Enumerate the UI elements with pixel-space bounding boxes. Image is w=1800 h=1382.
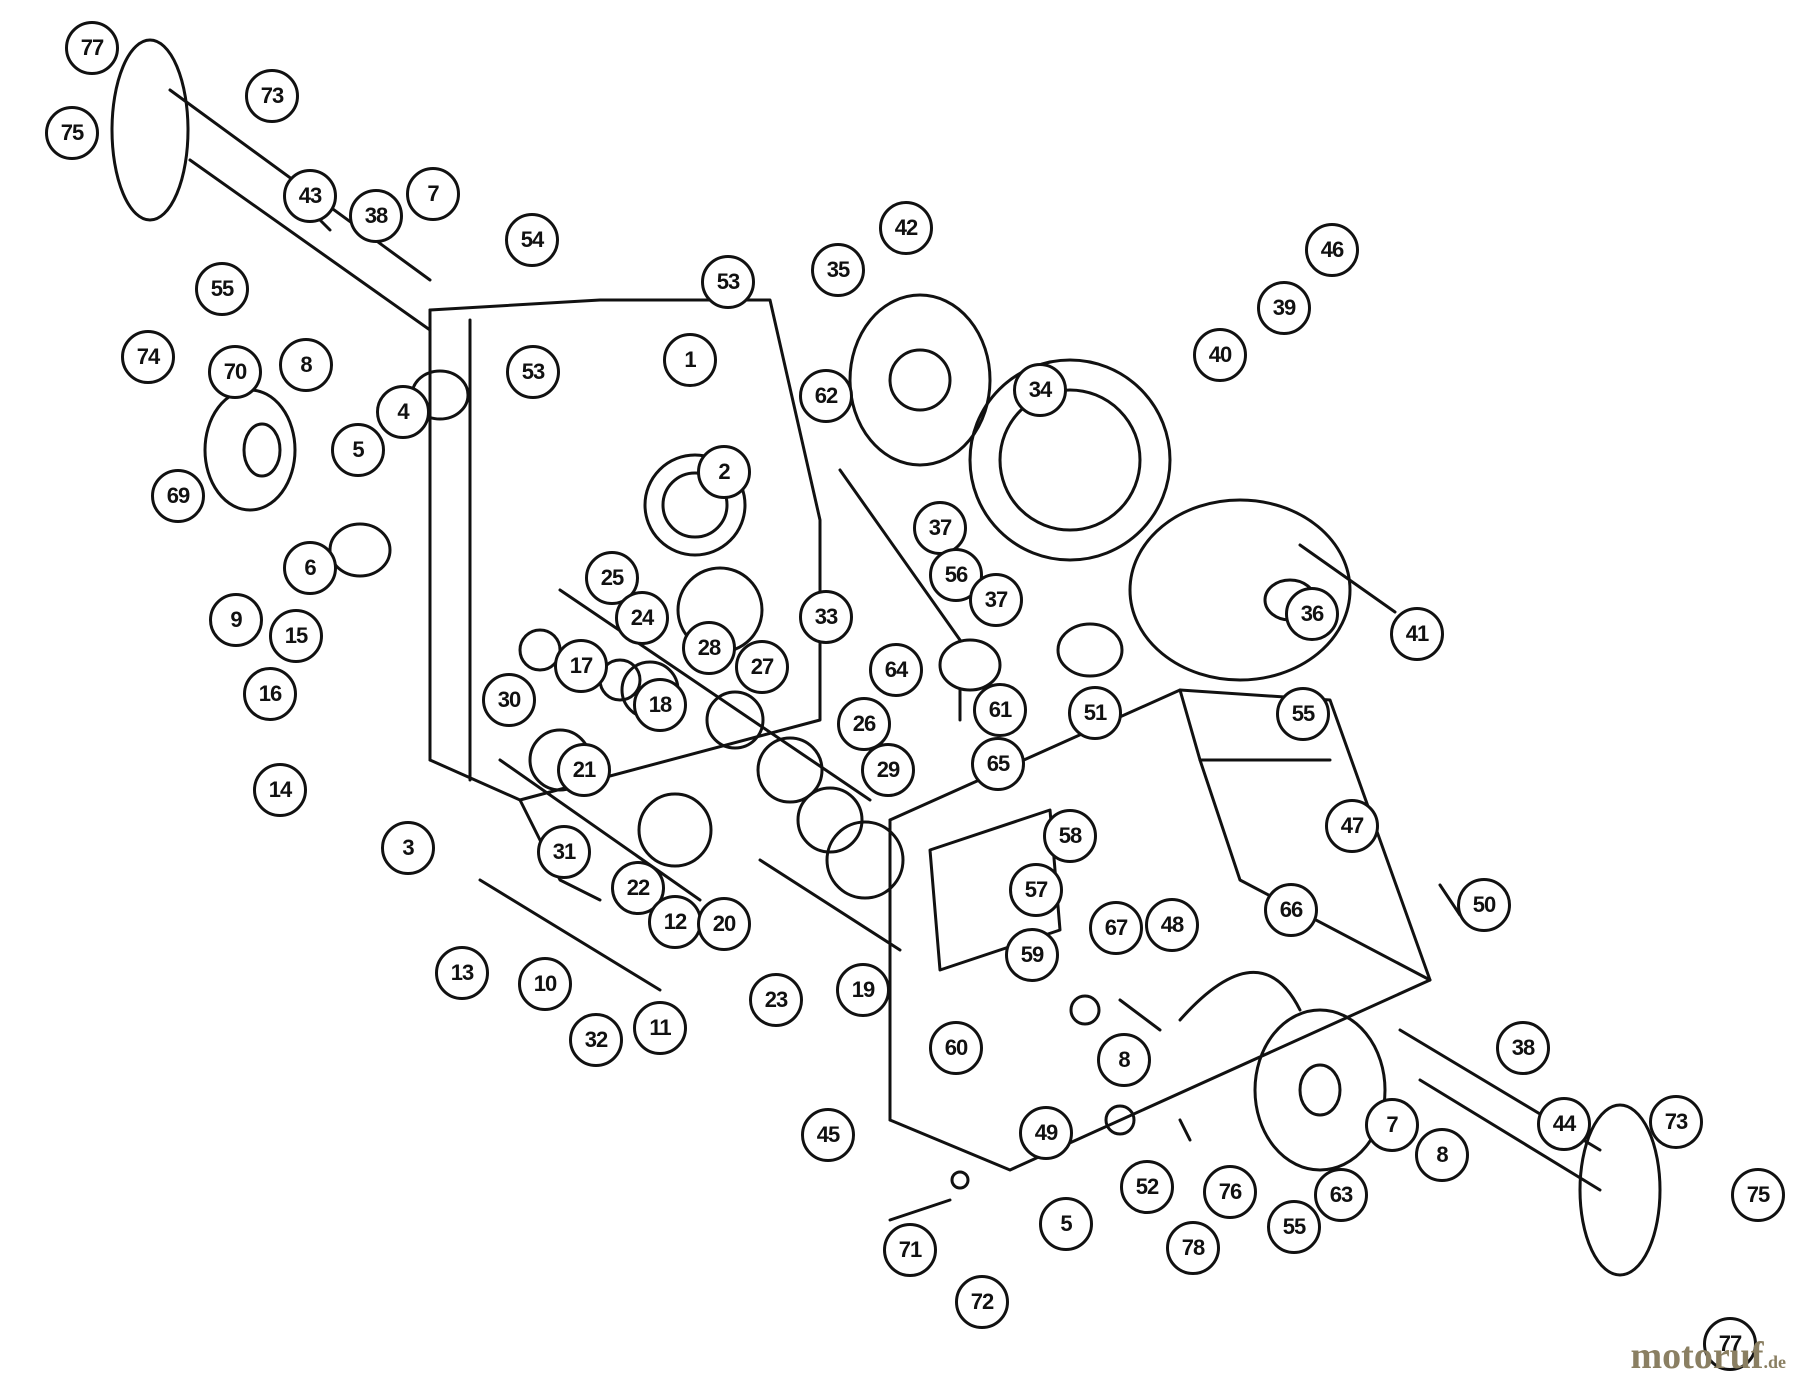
callout-9: 9	[209, 593, 263, 647]
callout-10: 10	[518, 957, 572, 1011]
callout-47: 47	[1325, 799, 1379, 853]
callout-30: 30	[482, 673, 536, 727]
callout-40: 40	[1193, 328, 1247, 382]
callout-23: 23	[749, 973, 803, 1027]
callout-78: 78	[1166, 1221, 1220, 1275]
callout-24: 24	[615, 591, 669, 645]
callout-35: 35	[811, 243, 865, 297]
callout-49: 49	[1019, 1106, 1073, 1160]
callout-4: 4	[376, 385, 430, 439]
callout-72: 72	[955, 1275, 1009, 1329]
callout-57: 57	[1009, 863, 1063, 917]
callout-55: 55	[1276, 687, 1330, 741]
callout-28: 28	[682, 621, 736, 675]
callout-37: 37	[969, 573, 1023, 627]
callout-69: 69	[151, 469, 205, 523]
callout-55: 55	[1267, 1200, 1321, 1254]
callout-55: 55	[195, 262, 249, 316]
callout-71: 71	[883, 1223, 937, 1277]
callout-38: 38	[1496, 1021, 1550, 1075]
callout-74: 74	[121, 330, 175, 384]
callout-32: 32	[569, 1013, 623, 1067]
callout-76: 76	[1203, 1165, 1257, 1219]
callout-8: 8	[1097, 1033, 1151, 1087]
callout-54: 54	[505, 213, 559, 267]
callout-52: 52	[1120, 1160, 1174, 1214]
watermark-brand: motoruf	[1630, 1335, 1764, 1377]
callout-3: 3	[381, 821, 435, 875]
callout-43: 43	[283, 169, 337, 223]
callout-25: 25	[585, 551, 639, 605]
callout-36: 36	[1285, 587, 1339, 641]
callout-6: 6	[283, 541, 337, 595]
callout-51: 51	[1068, 686, 1122, 740]
callout-38: 38	[349, 189, 403, 243]
watermark-logo: motoruf.de	[1631, 1334, 1786, 1378]
callout-59: 59	[1005, 928, 1059, 982]
callout-8: 8	[1415, 1128, 1469, 1182]
callout-75: 75	[1731, 1168, 1785, 1222]
callout-50: 50	[1457, 878, 1511, 932]
callout-37: 37	[913, 501, 967, 555]
callout-21: 21	[557, 743, 611, 797]
callout-12: 12	[648, 895, 702, 949]
callout-11: 11	[633, 1001, 687, 1055]
callout-34: 34	[1013, 363, 1067, 417]
callout-27: 27	[735, 640, 789, 694]
callout-14: 14	[253, 763, 307, 817]
callout-48: 48	[1145, 898, 1199, 952]
callout-75: 75	[45, 106, 99, 160]
callout-42: 42	[879, 201, 933, 255]
callout-70: 70	[208, 345, 262, 399]
callout-2: 2	[697, 445, 751, 499]
callout-13: 13	[435, 946, 489, 1000]
callout-17: 17	[554, 639, 608, 693]
callout-46: 46	[1305, 223, 1359, 277]
callout-33: 33	[799, 590, 853, 644]
callout-44: 44	[1537, 1097, 1591, 1151]
callout-63: 63	[1314, 1168, 1368, 1222]
callout-67: 67	[1089, 901, 1143, 955]
callout-53: 53	[506, 345, 560, 399]
callout-1: 1	[663, 333, 717, 387]
callout-19: 19	[836, 963, 890, 1017]
callout-8: 8	[279, 338, 333, 392]
callout-64: 64	[869, 643, 923, 697]
callout-39: 39	[1257, 281, 1311, 335]
callout-20: 20	[697, 897, 751, 951]
callout-61: 61	[973, 683, 1027, 737]
callout-7: 7	[1365, 1098, 1419, 1152]
callout-65: 65	[971, 737, 1025, 791]
callout-66: 66	[1264, 883, 1318, 937]
callout-22: 22	[611, 861, 665, 915]
callout-26: 26	[837, 697, 891, 751]
callout-60: 60	[929, 1021, 983, 1075]
callout-77: 77	[65, 21, 119, 75]
callout-15: 15	[269, 609, 323, 663]
callout-31: 31	[537, 825, 591, 879]
callout-29: 29	[861, 743, 915, 797]
callout-77: 77	[1703, 1317, 1757, 1371]
callout-73: 73	[1649, 1095, 1703, 1149]
callout-62: 62	[799, 369, 853, 423]
callout-45: 45	[801, 1108, 855, 1162]
callout-5: 5	[331, 423, 385, 477]
callout-7: 7	[406, 167, 460, 221]
callout-16: 16	[243, 667, 297, 721]
callout-18: 18	[633, 678, 687, 732]
watermark-tld: .de	[1763, 1352, 1787, 1372]
callout-5: 5	[1039, 1197, 1093, 1251]
callout-41: 41	[1390, 607, 1444, 661]
callout-73: 73	[245, 69, 299, 123]
callout-58: 58	[1043, 809, 1097, 863]
callout-53: 53	[701, 255, 755, 309]
